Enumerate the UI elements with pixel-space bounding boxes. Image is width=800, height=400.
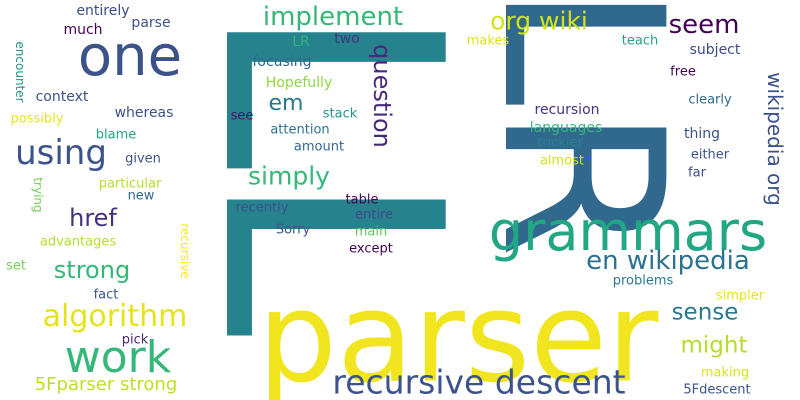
cloud-word: almost [539, 153, 585, 169]
cloud-word: subject [689, 42, 741, 58]
cloud-word: em [268, 91, 304, 116]
cloud-word: context [35, 89, 89, 105]
cloud-word: set [6, 258, 26, 274]
cloud-word: teach [621, 33, 659, 49]
cloud-word: seem [668, 10, 740, 40]
cloud-word: clearly [688, 92, 732, 108]
cloud-word: particular [98, 176, 162, 192]
cloud-word: grammars [488, 200, 768, 263]
cloud-word: whereas [114, 105, 174, 121]
cloud-word: given [125, 151, 161, 167]
cloud-word: wikipedia org [763, 72, 787, 206]
cloud-word: recently [235, 200, 289, 216]
cloud-word: trying [31, 177, 45, 213]
cloud-word: strong [53, 256, 131, 284]
cloud-word: advantages [39, 234, 117, 250]
cloud-word: new [127, 188, 155, 204]
cloud-word: free [670, 64, 696, 80]
cloud-word: simply [248, 161, 330, 191]
cloud-word: making [700, 365, 750, 381]
cloud-word: work [64, 332, 172, 383]
cloud-word: possibly [10, 111, 64, 127]
cloud-word: question [368, 44, 396, 148]
cloud-word: parse [131, 15, 171, 31]
cloud-word: 5Fdescent [683, 382, 751, 398]
cloud-word: en wikipedia [586, 246, 750, 276]
cloud-word: might [680, 332, 748, 359]
cloud-word: one [77, 24, 183, 89]
cloud-word: stack [322, 106, 358, 122]
cloud-word: languages [529, 120, 603, 136]
cloud-word: fact [93, 287, 119, 303]
cloud-word: main [354, 224, 388, 240]
cloud-word: entirely [76, 3, 130, 19]
cloud-word: 5Fparser strong [34, 374, 178, 395]
cloud-word: except [349, 241, 393, 257]
cloud-word: table [345, 192, 379, 208]
cloud-word: simpler [715, 288, 765, 304]
cloud-word: recursion [534, 102, 600, 118]
cloud-word: recursive descent [332, 362, 626, 400]
cloud-word: two [334, 31, 360, 47]
cloud-word: trickier [537, 135, 583, 151]
cloud-word: entire [354, 207, 394, 223]
cloud-word: thing [683, 126, 721, 142]
cloud-word: amount [293, 139, 345, 155]
cloud-word: far [688, 165, 706, 181]
cloud-word: implement [262, 2, 404, 32]
cloud-word: blame [95, 127, 137, 143]
cloud-word: href [69, 204, 117, 232]
cloud-word: Hopefully [265, 75, 333, 91]
cloud-word: using [15, 133, 107, 173]
cloud-word: focusing [252, 54, 312, 70]
cloud-word: problems [612, 273, 674, 289]
cloud-word: see [230, 108, 254, 124]
cloud-word: encounter [13, 41, 27, 103]
cloud-word: parser [257, 265, 659, 400]
cloud-word: much [63, 22, 103, 38]
cloud-word: attention [270, 122, 330, 138]
cloud-word: org wiki [490, 6, 588, 36]
cloud-word: recursive [178, 223, 192, 279]
cloud-word: LR [292, 34, 310, 50]
cloud-word: makes [466, 33, 510, 49]
cloud-word: either [690, 147, 730, 163]
cloud-word: pick [121, 332, 149, 348]
cloud-word: Sorry [275, 222, 311, 238]
cloud-word: sense [671, 299, 739, 326]
cloud-word: algorithm [42, 299, 188, 334]
